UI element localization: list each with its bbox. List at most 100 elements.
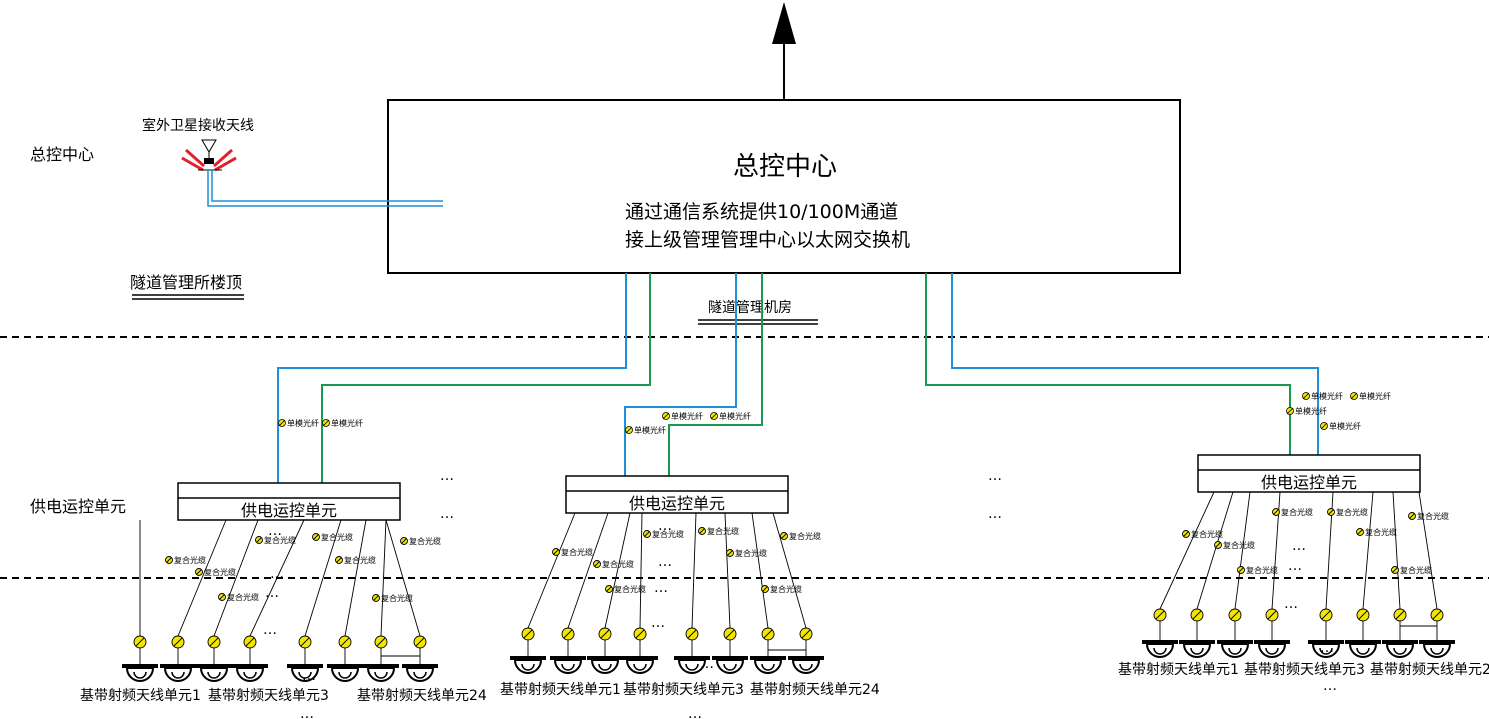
connector-icon [207,635,221,649]
connector-icon [1272,508,1280,516]
power-unit-label: 供电运控单元 [241,501,337,520]
ellipsis: … [302,668,318,684]
antenna-unit-icon [712,656,748,674]
ellipsis: … [658,554,674,570]
connector-icon [1153,608,1167,622]
composite-cable-tag: 复合光缆 [1237,565,1278,575]
cable-tag-label: 复合光缆 [381,593,413,603]
composite-cable-tag: 复合光缆 [1182,529,1223,539]
antenna-unit-icon [402,664,438,682]
power-unit-group: 供电运控单元复合光缆复合光缆复合光缆复合光缆复合光缆复合光缆复合光缆复合光缆基带… [500,475,880,719]
composite-cable-tag: 复合光缆 [400,536,441,546]
satellite-antenna-icon: 室外卫星接收天线 [142,117,254,172]
connector-icon [723,627,737,641]
composite-cable-tag: 复合光缆 [1272,507,1313,517]
connector-icon [1430,608,1444,622]
connector-icon [400,537,408,545]
control-center-line1: 通过通信系统提供10/100M通道 [625,201,898,223]
cable-tag-label: 复合光缆 [602,559,634,569]
connector-icon [312,533,320,541]
fiber-tag-label: 单模光纤 [671,411,703,421]
antenna-unit-icon [550,656,586,674]
rooftop-label: 隧道管理所楼顶 [130,273,242,292]
satellite-antenna-label: 室外卫星接收天线 [142,117,254,134]
cable-tag-label: 复合光缆 [1191,529,1223,539]
connector-icon [298,635,312,649]
connector-icon [1393,608,1407,622]
connector-icon [685,627,699,641]
antenna-unit-icon [750,656,786,674]
power-unit-label: 供电运控单元 [629,494,725,513]
connector-icon [598,627,612,641]
connector-icon [171,635,185,649]
composite-cable-lines [139,519,421,637]
connector-icon [1408,512,1416,520]
antenna-unit-icon [287,664,323,682]
ellipsis: … [1292,538,1308,554]
cable-tag-label: 复合光缆 [1417,511,1449,521]
ellipsis: … [700,656,716,672]
control-center-title: 总控中心 [733,152,837,182]
connector-icon [335,556,343,564]
composite-cable-tag: 复合光缆 [1214,540,1255,550]
connector-icon [1190,608,1204,622]
connector-icon [374,635,388,649]
antenna-unit-icon [1179,640,1215,658]
ellipsis: … [440,468,456,484]
composite-cable-tag: 复合光缆 [698,526,739,536]
power-unit-groups: 供电运控单元复合光缆复合光缆复合光缆复合光缆复合光缆复合光缆复合光缆复合光缆基带… [80,454,1489,719]
power-unit-label: 供电运控单元 [1261,473,1357,492]
zone-label-power-unit: 供电运控单元 [30,497,126,516]
antenna-unit-label: 基带射频天线单元1 [500,681,621,698]
connector-icon [633,627,647,641]
connector-icon [761,627,775,641]
power-unit-box: 供电运控单元 [177,482,401,521]
antenna-unit-label: 基带射频天线单元1 [1118,661,1239,678]
ellipsis: … [440,506,456,522]
fiber-links [277,273,1319,483]
cable-tag-label: 复合光缆 [409,536,441,546]
fiber-tag-label: 单模光纤 [1295,406,1327,416]
power-unit-group: 供电运控单元复合光缆复合光缆复合光缆复合光缆复合光缆复合光缆复合光缆复合光缆基带… [80,482,487,719]
machine-room-label: 隧道管理机房 [708,300,792,316]
antenna-unit-icon [160,664,196,682]
cable-tag-label: 复合光缆 [1223,540,1255,550]
composite-cable-tag: 复合光缆 [1356,527,1397,537]
ellipsis: … [265,585,281,601]
connector-icon [1214,541,1222,549]
composite-cable-tag: 复合光缆 [1391,565,1432,575]
cable-tag-label: 复合光缆 [264,535,296,545]
connector-icon [165,556,173,564]
ellipsis: … [654,580,670,596]
cable-tag-label: 复合光缆 [204,567,236,577]
composite-cable-tag: 复合光缆 [195,567,236,577]
cable-tag-label: 复合光缆 [1281,507,1313,517]
ellipsis: … [1288,558,1304,574]
ellipsis: … [268,523,284,539]
antenna-unit-label: 基带射频天线单元3 [623,681,744,698]
antenna-unit-icon [1142,640,1178,658]
cable-tag-label: 复合光缆 [652,529,684,539]
fiber-tag-label: 单模光纤 [1359,391,1391,401]
cable-tag-label: 复合光缆 [770,584,802,594]
cable-tag-label: 复合光缆 [321,532,353,542]
connector-icon [1182,530,1190,538]
composite-cable-tag: 复合光缆 [1327,507,1368,517]
ellipsis: … [651,615,667,631]
connector-icon [1327,508,1335,516]
ellipsis: … [988,506,1004,522]
antenna-unit-label: 基带射频天线单元24 [1370,661,1489,678]
antenna-unit-icon [363,664,399,682]
composite-cable-tag: 复合光缆 [761,584,802,594]
connector-icon [761,585,769,593]
connector-icon [133,635,147,649]
composite-cable-tag: 复合光缆 [372,593,413,603]
composite-cable-tag: 复合光缆 [165,555,206,565]
uplink-arrow [772,2,796,100]
cable-tag-label: 复合光缆 [227,592,259,602]
antenna-unit-icon [1308,640,1344,658]
control-center-line2: 接上级管理管理中心以太网交换机 [625,229,910,251]
connector-icon [698,527,706,535]
antenna-unit-icon [1345,640,1381,658]
